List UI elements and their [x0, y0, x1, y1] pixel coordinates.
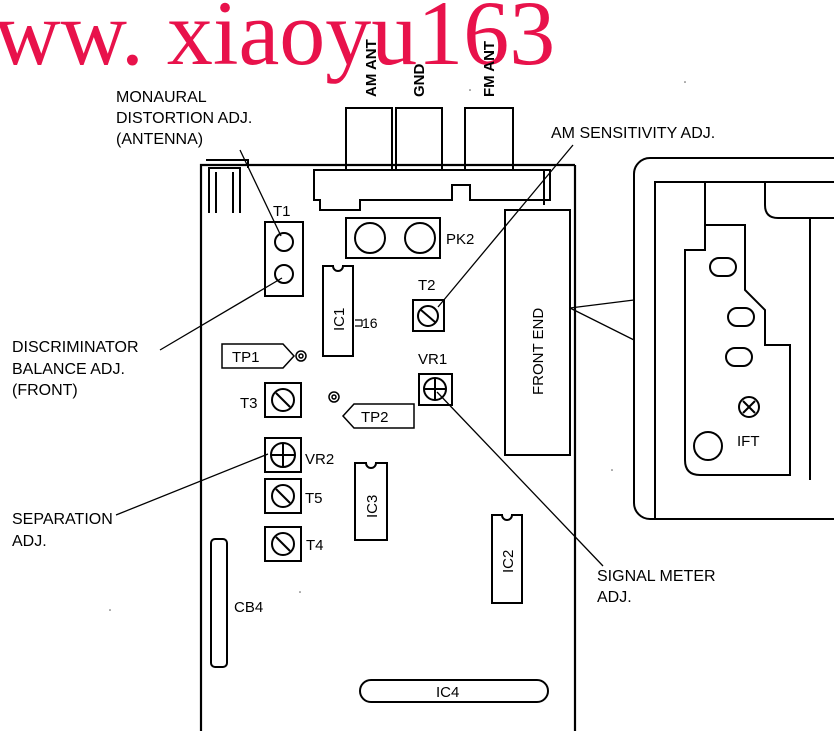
gnd-label: GND — [411, 64, 428, 98]
discriminator-label-line1: DISCRIMINATOR — [12, 339, 139, 356]
monaural-label-line1: MONAURAL — [116, 89, 207, 106]
t2-coil — [412, 299, 445, 332]
tp2-label: TP2 — [361, 409, 389, 426]
discriminator-leader — [159, 277, 283, 351]
tp1-testpoint — [221, 343, 307, 369]
monaural-leader — [239, 149, 282, 237]
vr1-label: VR1 — [418, 351, 447, 368]
t3-coil — [264, 382, 302, 418]
ic1-pin-label: 16 — [362, 315, 378, 331]
pcb-board — [199, 163, 577, 731]
vr2-potentiometer — [264, 437, 302, 473]
signal-meter-label-line1: SIGNAL METER — [597, 568, 716, 585]
t1-label: T1 — [273, 203, 291, 220]
am-ant-label: AM ANT — [363, 39, 380, 97]
vr2-label: VR2 — [305, 451, 334, 468]
watermark: ww. xiaoyu163 — [0, 0, 555, 84]
t1-coil — [264, 221, 304, 297]
tp2-testpoint — [328, 391, 415, 429]
signal-meter-leader — [436, 391, 604, 567]
front-end-label: FRONT END — [530, 308, 547, 395]
t2-label: T2 — [418, 277, 436, 294]
pk2-component — [345, 217, 441, 259]
leader-lines — [115, 144, 604, 567]
scan-specks — [109, 81, 686, 611]
vr1-potentiometer — [418, 373, 453, 406]
ift-label: IFT — [737, 433, 760, 450]
mounting-bracket — [206, 159, 249, 213]
t4-coil — [264, 526, 302, 562]
gnd-terminal — [395, 107, 443, 171]
tp1-label: TP1 — [232, 349, 260, 366]
separation-label-line2: ADJ. — [12, 533, 47, 550]
separation-leader — [115, 453, 269, 516]
ic3-chip — [354, 462, 388, 541]
ic4-label: IC4 — [436, 684, 459, 701]
ift-detail-inset — [633, 157, 834, 520]
cb4-label: CB4 — [234, 599, 263, 616]
ic2-label: IC2 — [500, 550, 517, 573]
am-sensitivity-label: AM SENSITIVITY ADJ. — [551, 125, 715, 142]
t5-label: T5 — [305, 490, 323, 507]
monaural-label-line3: (ANTENNA) — [116, 131, 203, 148]
ic2-chip — [491, 514, 523, 604]
cb4-connector — [210, 538, 228, 668]
ic4-chip — [359, 679, 549, 703]
ic1-chip — [322, 265, 354, 357]
am-ant-terminal — [345, 107, 393, 171]
t4-label: T4 — [306, 537, 324, 554]
ic1-label: IC1 — [331, 308, 348, 331]
discriminator-label-line2: BALANCE ADJ. — [12, 361, 125, 378]
fm-ant-terminal — [464, 107, 514, 171]
t5-coil — [264, 478, 302, 514]
am-sensitivity-leader — [437, 144, 574, 308]
separation-label-line1: SEPARATION — [12, 511, 113, 528]
discriminator-label-line3: (FRONT) — [12, 382, 78, 399]
front-end-module — [504, 209, 571, 456]
t3-label: T3 — [240, 395, 258, 412]
monaural-label-line2: DISTORTION ADJ. — [116, 110, 252, 127]
antenna-terminals — [313, 107, 551, 211]
fm-ant-label: FM ANT — [481, 41, 498, 97]
ic1-pin-marker — [355, 319, 363, 327]
ic3-label: IC3 — [364, 495, 381, 518]
signal-meter-label-line2: ADJ. — [597, 589, 632, 606]
pk2-label: PK2 — [446, 231, 474, 248]
inset-callout — [569, 299, 635, 341]
